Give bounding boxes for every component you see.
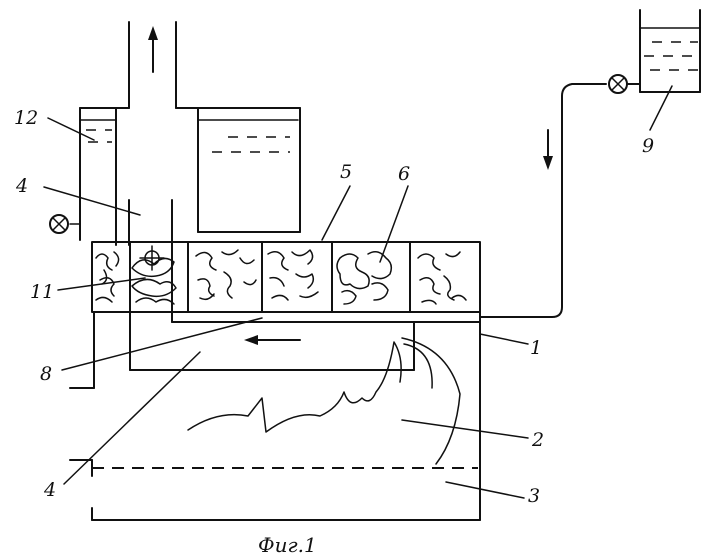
right-water-tank bbox=[197, 107, 301, 233]
furnace bbox=[69, 311, 481, 521]
callout-labels: 12 4 5 6 11 8 9 1 2 3 4 bbox=[14, 107, 654, 507]
label-9: 9 bbox=[642, 135, 654, 157]
valve-icon bbox=[49, 214, 69, 234]
label-3: 3 bbox=[528, 485, 540, 507]
gas-flow-curve bbox=[401, 337, 461, 465]
chimney bbox=[115, 21, 199, 323]
tank-12 bbox=[49, 107, 117, 241]
flame-path bbox=[187, 341, 402, 433]
flue-up-arrow-icon bbox=[148, 26, 158, 40]
label-2: 2 bbox=[531, 429, 544, 451]
label-4-lower: 4 bbox=[43, 479, 56, 501]
label-6: 6 bbox=[398, 163, 410, 185]
coil-11 bbox=[131, 257, 175, 278]
label-11: 11 bbox=[30, 281, 54, 303]
label-12: 12 bbox=[14, 107, 38, 129]
label-4-upper: 4 bbox=[15, 175, 28, 197]
feed-line bbox=[479, 74, 641, 318]
label-8: 8 bbox=[40, 363, 52, 385]
lower-chamber bbox=[129, 311, 481, 371]
figure-caption: Фиг.1 bbox=[258, 533, 317, 557]
heat-exchanger-block bbox=[91, 241, 481, 313]
feed-down-arrow-icon bbox=[543, 156, 553, 170]
flow-left-arrow-icon bbox=[244, 335, 258, 345]
leader-lines bbox=[43, 85, 673, 499]
label-1: 1 bbox=[530, 337, 542, 359]
tank-9 bbox=[639, 9, 701, 93]
label-5: 5 bbox=[340, 161, 352, 183]
